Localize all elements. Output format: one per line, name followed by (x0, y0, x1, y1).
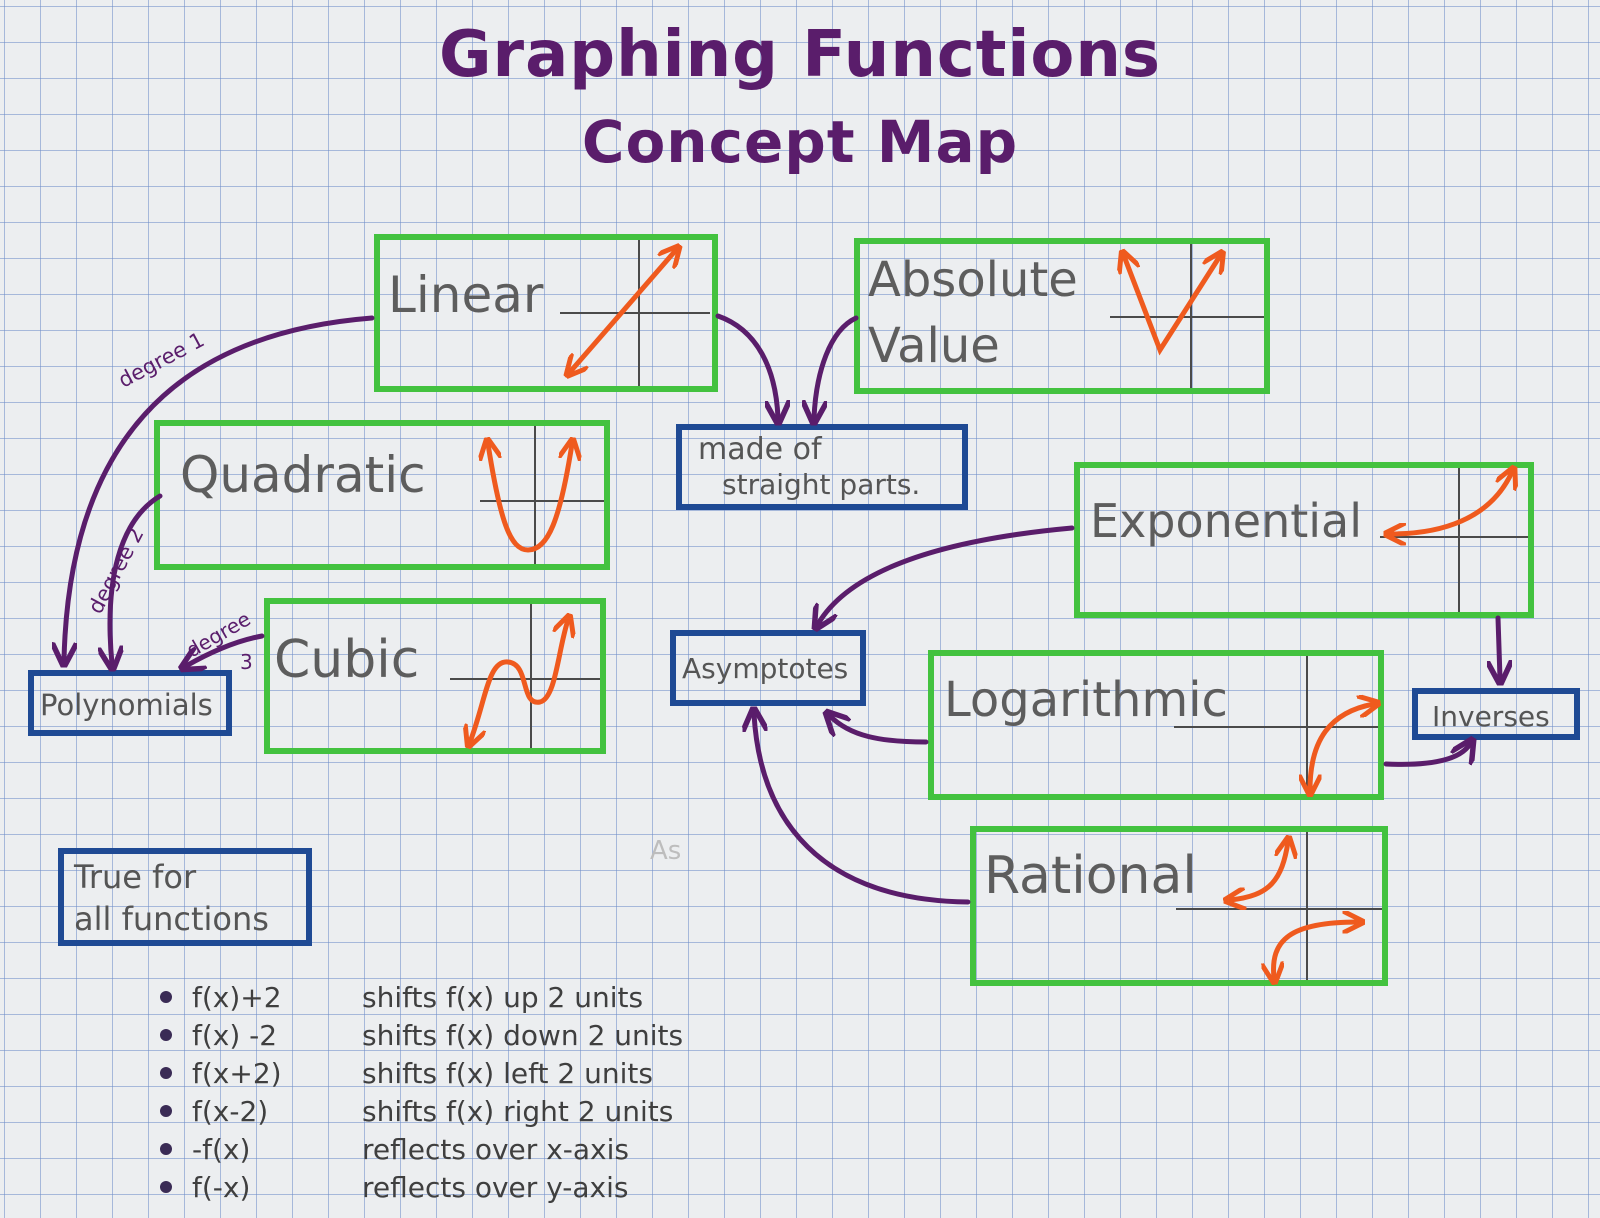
rule-row: f(x) -2 shifts f(x) down 2 units (160, 1016, 683, 1054)
logarithmic-y-axis (1306, 656, 1308, 794)
bullet-icon (160, 1181, 172, 1193)
rule-row: f(x+2) shifts f(x) left 2 units (160, 1054, 683, 1092)
true-for-all-label-2: all functions (74, 900, 269, 938)
rule-description: reflects over y-axis (362, 1170, 629, 1204)
logarithmic-label: Logarithmic (944, 672, 1228, 728)
arrow-logarithmic-to-inverses (1383, 744, 1470, 767)
rule-expression: -f(x) (192, 1132, 251, 1166)
bullet-icon (160, 1143, 172, 1155)
exponential-x-axis (1380, 536, 1528, 538)
rule-row: f(x-2) shifts f(x) right 2 units (160, 1092, 683, 1130)
rational-y-axis (1306, 832, 1308, 980)
rule-row: -f(x) reflects over x-axis (160, 1130, 683, 1168)
linear-x-axis (560, 312, 710, 314)
cubic-x-axis (450, 678, 600, 680)
bullet-icon (160, 1105, 172, 1117)
true-for-all-label-1: True for (74, 858, 197, 896)
rule-expression: f(x+2) (192, 1056, 282, 1090)
rule-description: reflects over x-axis (362, 1132, 629, 1166)
polynomials-box: Polynomials (28, 670, 232, 736)
true-for-all-box: True for all functions (58, 848, 312, 946)
absolute-value-y-axis (1190, 244, 1192, 388)
asymptotes-box: Asymptotes (670, 630, 866, 706)
asymptotes-label: Asymptotes (682, 652, 849, 685)
rule-description: shifts f(x) left 2 units (362, 1056, 653, 1090)
arrow-exponential-to-asymptotes (818, 525, 1075, 624)
absolute-value-label-2: Value (868, 318, 1000, 374)
rule-expression: f(-x) (192, 1170, 251, 1204)
absolute-value-box: Absolute Value (854, 238, 1270, 394)
straight-parts-label-1: made of (698, 432, 822, 467)
quadratic-box: Quadratic (154, 420, 610, 570)
arrow-exponential-to-inverses (1498, 615, 1500, 678)
absolute-value-label-1: Absolute (868, 252, 1078, 308)
linear-label: Linear (388, 266, 544, 324)
rule-description: shifts f(x) down 2 units (362, 1018, 684, 1052)
edge-label-degree-1: degree 1 (114, 327, 209, 393)
linear-box: Linear (374, 234, 718, 392)
cubic-label: Cubic (274, 630, 420, 690)
rational-box: Rational (970, 826, 1388, 986)
rule-expression: f(x) -2 (192, 1018, 278, 1052)
absolute-value-x-axis (1110, 316, 1264, 318)
arrow-absolute-to-straight (814, 315, 859, 418)
inverses-box: Inverses (1412, 688, 1580, 740)
straight-parts-box: made of straight parts. (676, 424, 968, 510)
rational-x-axis (1176, 908, 1382, 910)
logarithmic-box: Logarithmic (928, 650, 1384, 800)
rational-label: Rational (984, 846, 1197, 906)
rule-description: shifts f(x) up 2 units (362, 980, 644, 1014)
exponential-label: Exponential (1090, 494, 1363, 548)
rule-row: f(-x) reflects over y-axis (160, 1168, 683, 1206)
polynomials-label: Polynomials (40, 688, 213, 722)
rule-expression: f(x)+2 (192, 980, 282, 1014)
inverses-label: Inverses (1432, 700, 1550, 733)
rule-expression: f(x-2) (192, 1094, 269, 1128)
logarithmic-x-axis (1174, 726, 1378, 728)
arrow-logarithmic-to-asymptotes (830, 716, 929, 745)
rule-row: f(x)+2 shifts f(x) up 2 units (160, 978, 683, 1016)
cubic-y-axis (530, 604, 532, 748)
bullet-icon (160, 991, 172, 1003)
exponential-box: Exponential (1074, 462, 1534, 618)
cubic-box: Cubic (264, 598, 606, 754)
quadratic-label: Quadratic (180, 446, 426, 504)
bullet-icon (160, 1029, 172, 1041)
transformation-rules: f(x)+2 shifts f(x) up 2 units f(x) -2 sh… (160, 978, 683, 1206)
exponential-y-axis (1458, 468, 1460, 612)
edge-label-degree-3-number: 3 (240, 650, 253, 674)
linear-y-axis (638, 240, 640, 386)
quadratic-y-axis (534, 426, 536, 564)
edge-label-degree-2: degree 2 (83, 523, 149, 618)
bullet-icon (160, 1067, 172, 1079)
rule-description: shifts f(x) right 2 units (362, 1094, 674, 1128)
quadratic-x-axis (480, 500, 604, 502)
stray-mark: As (650, 836, 682, 866)
title-line-2: Concept Map (581, 108, 1019, 176)
title-line-1: Graphing Functions (439, 18, 1161, 92)
arrow-linear-to-straight (715, 313, 778, 418)
straight-parts-label-2: straight parts. (722, 468, 921, 501)
